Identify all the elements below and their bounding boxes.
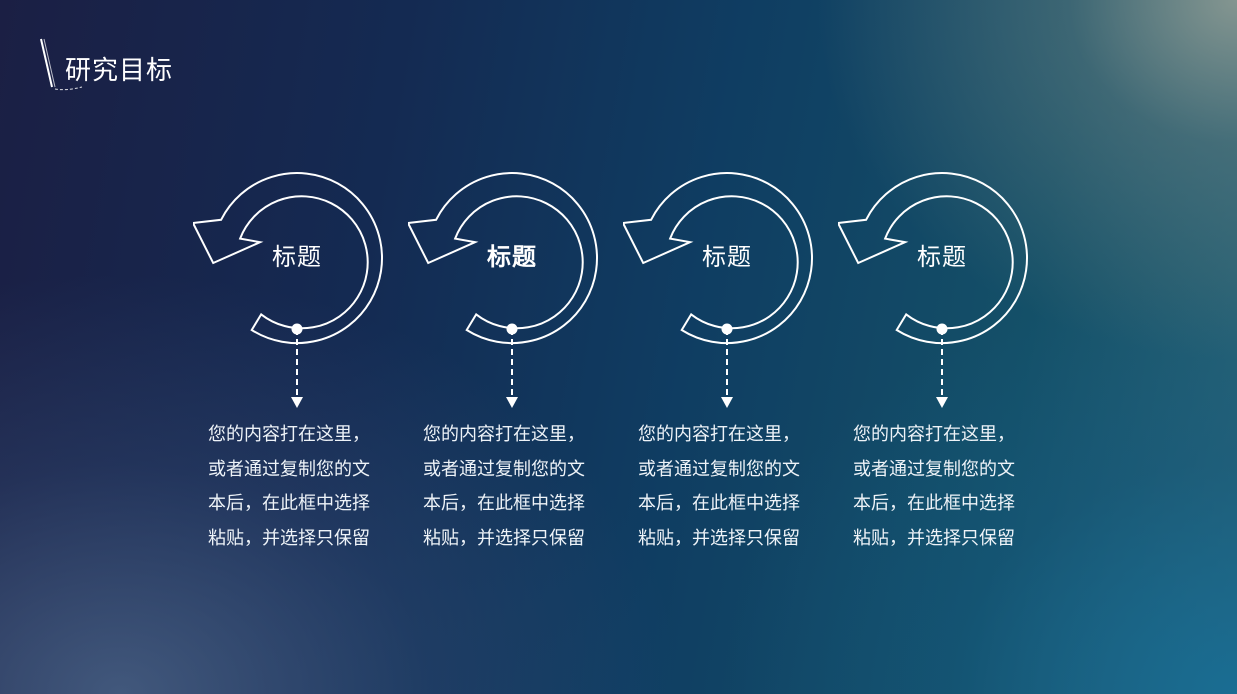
cycle-title: 标题 <box>702 243 752 271</box>
cycle-arrow-icon <box>838 172 1028 408</box>
description-line: 或者通过复制您的文 <box>423 458 585 480</box>
description-line: 粘贴，并选择只保留 <box>208 527 370 549</box>
description-line: 您的内容打在这里， <box>423 424 585 445</box>
cycle-title: 标题 <box>272 243 322 271</box>
description-line: 本后，在此框中选择 <box>853 493 1015 514</box>
description-line: 粘贴，并选择只保留 <box>423 527 585 549</box>
description-line: 本后，在此框中选择 <box>638 493 800 514</box>
pencil-icon <box>40 38 83 91</box>
cycle-arrow-icon <box>408 172 598 408</box>
cycle-item-1: 标题 您的内容打在这里， 或者通过复制您的文 本后，在此框中选择 粘贴，并选择只… <box>193 165 423 565</box>
cycle-arrow-icon <box>623 172 813 408</box>
description-line: 粘贴，并选择只保留 <box>638 527 800 549</box>
description-line: 本后，在此框中选择 <box>423 493 585 514</box>
description-line: 您的内容打在这里， <box>208 424 370 445</box>
cycle-title: 标题 <box>917 243 967 271</box>
cycle-arrow-icon <box>193 172 383 408</box>
cycle-item-4: 标题 您的内容打在这里， 或者通过复制您的文 本后，在此框中选择 粘贴，并选择只… <box>838 165 1068 565</box>
cycle-description: 您的内容打在这里， 或者通过复制您的文 本后，在此框中选择 粘贴，并选择只保留 <box>423 418 623 556</box>
description-line: 本后，在此框中选择 <box>208 493 370 514</box>
description-line: 粘贴，并选择只保留 <box>853 527 1015 549</box>
cycle-item-3: 标题 您的内容打在这里， 或者通过复制您的文 本后，在此框中选择 粘贴，并选择只… <box>623 165 853 565</box>
cycle-description: 您的内容打在这里， 或者通过复制您的文 本后，在此框中选择 粘贴，并选择只保留 <box>853 418 1053 556</box>
description-line: 您的内容打在这里， <box>638 424 800 445</box>
cycle-description: 您的内容打在这里， 或者通过复制您的文 本后，在此框中选择 粘贴，并选择只保留 <box>638 418 838 556</box>
cycle-item-2: 标题 您的内容打在这里， 或者通过复制您的文 本后，在此框中选择 粘贴，并选择只… <box>408 165 638 565</box>
description-line: 或者通过复制您的文 <box>853 458 1015 480</box>
description-line: 或者通过复制您的文 <box>208 458 370 480</box>
slide-title: 研究目标 <box>65 56 174 86</box>
cycle-description: 您的内容打在这里， 或者通过复制您的文 本后，在此框中选择 粘贴，并选择只保留 <box>208 418 408 556</box>
description-line: 或者通过复制您的文 <box>638 458 800 480</box>
cycle-title: 标题 <box>487 243 537 271</box>
slide-title-block: 研究目标 <box>38 36 238 96</box>
description-line: 您的内容打在这里， <box>853 424 1015 445</box>
